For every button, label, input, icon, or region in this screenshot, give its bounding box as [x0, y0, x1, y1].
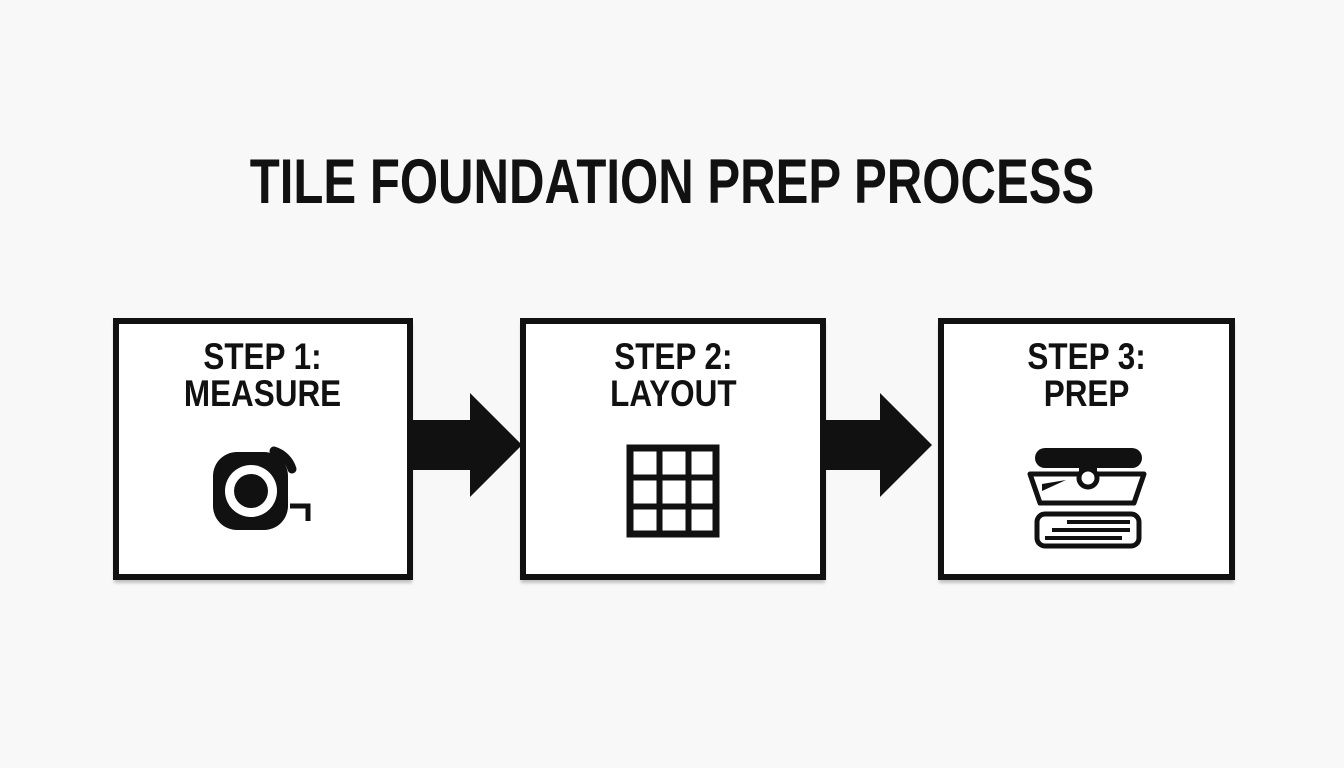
step-number-label: STEP 2:: [613, 336, 733, 377]
step-number-label: STEP 1:: [203, 336, 323, 377]
step-label-block: STEP 1: MEASURE: [184, 338, 341, 412]
step-name-label: PREP: [1043, 373, 1130, 414]
arrow-right-icon: [822, 393, 932, 497]
step-name-label: LAYOUT: [609, 373, 737, 414]
step-label-block: STEP 3: PREP: [1027, 338, 1145, 412]
tape-measure-icon: [213, 444, 313, 539]
step-box-layout: STEP 2: LAYOUT: [520, 318, 826, 580]
page-title: TILE FOUNDATION PREP PROCESS: [249, 147, 1095, 217]
step-number-label: STEP 3:: [1027, 336, 1146, 377]
step-box-measure: STEP 1: MEASURE: [113, 318, 413, 580]
step-name-label: MEASURE: [184, 373, 342, 414]
step-label-block: STEP 2: LAYOUT: [610, 338, 736, 412]
trowel-icon: [1022, 444, 1152, 551]
arrow-right-icon: [412, 393, 522, 497]
grid-icon: [626, 444, 720, 538]
step-box-prep: STEP 3: PREP: [938, 318, 1235, 580]
